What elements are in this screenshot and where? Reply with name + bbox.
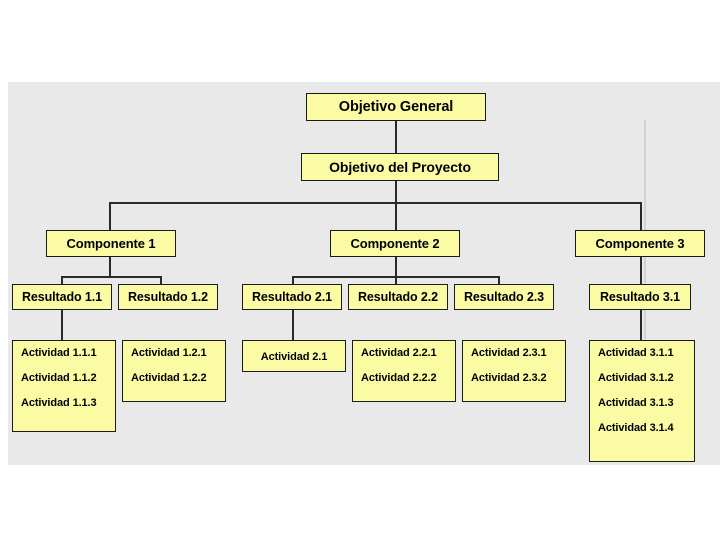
node-componente-1[interactable]: Componente 1 bbox=[46, 230, 176, 257]
activity-item: Actividad 2.2.2 bbox=[361, 372, 437, 384]
node-objetivo-general[interactable]: Objetivo General bbox=[306, 93, 486, 121]
node-actividades-1-1[interactable]: Actividad 1.1.1 Actividad 1.1.2 Activida… bbox=[12, 340, 116, 432]
node-actividades-2-1[interactable]: Actividad 2.1 bbox=[242, 340, 346, 372]
node-actividades-1-2[interactable]: Actividad 1.2.1 Actividad 1.2.2 bbox=[122, 340, 226, 402]
node-componente-3[interactable]: Componente 3 bbox=[575, 230, 705, 257]
activity-item: Actividad 3.1.3 bbox=[598, 397, 674, 409]
ghost-guide-line bbox=[644, 120, 646, 420]
connector-resultado-2-1-drop bbox=[292, 310, 294, 340]
activity-item: Actividad 3.1.4 bbox=[598, 422, 674, 434]
connector-componente-3-drop bbox=[640, 257, 642, 294]
node-actividades-2-2[interactable]: Actividad 2.2.1 Actividad 2.2.2 bbox=[352, 340, 456, 402]
connector-resultado-3-1-drop bbox=[640, 310, 642, 340]
node-resultado-2-1[interactable]: Resultado 2.1 bbox=[242, 284, 342, 310]
activity-item: Actividad 1.2.1 bbox=[131, 347, 207, 359]
node-label: Resultado 3.1 bbox=[600, 290, 680, 304]
connector-general-to-proyecto bbox=[395, 121, 397, 153]
node-actividades-3-1[interactable]: Actividad 3.1.1 Actividad 3.1.2 Activida… bbox=[589, 340, 695, 462]
node-label: Objetivo del Proyecto bbox=[329, 159, 471, 175]
node-label: Resultado 2.3 bbox=[464, 290, 544, 304]
connector-resultado-1-1-drop bbox=[61, 310, 63, 340]
node-objetivo-proyecto[interactable]: Objetivo del Proyecto bbox=[301, 153, 499, 181]
connector-bus-to-componente-1 bbox=[109, 202, 111, 230]
activity-item: Actividad 2.3.2 bbox=[471, 372, 547, 384]
node-label: Resultado 1.1 bbox=[22, 290, 102, 304]
node-resultado-2-2[interactable]: Resultado 2.2 bbox=[348, 284, 448, 310]
activity-item: Actividad 1.1.2 bbox=[21, 372, 97, 384]
node-resultado-3-1[interactable]: Resultado 3.1 bbox=[589, 284, 691, 310]
node-label: Componente 3 bbox=[595, 236, 685, 251]
connector-componente-2-drop bbox=[395, 257, 397, 277]
activity-item: Actividad 2.2.1 bbox=[361, 347, 437, 359]
node-label: Resultado 2.2 bbox=[358, 290, 438, 304]
connector-bus-to-componente-3 bbox=[640, 202, 642, 230]
connector-componente-1-drop bbox=[109, 257, 111, 277]
connector-componente-1-bus bbox=[61, 276, 161, 278]
node-actividades-2-3[interactable]: Actividad 2.3.1 Actividad 2.3.2 bbox=[462, 340, 566, 402]
node-label: Objetivo General bbox=[338, 99, 454, 115]
node-label: Resultado 1.2 bbox=[128, 290, 208, 304]
node-label: Componente 1 bbox=[66, 236, 156, 251]
activity-item: Actividad 1.1.1 bbox=[21, 347, 97, 359]
activity-item: Actividad 3.1.2 bbox=[598, 372, 674, 384]
node-resultado-1-2[interactable]: Resultado 1.2 bbox=[118, 284, 218, 310]
diagram-canvas: Objetivo General Objetivo del Proyecto C… bbox=[8, 82, 720, 465]
node-label: Resultado 2.1 bbox=[252, 290, 332, 304]
activity-item: Actividad 3.1.1 bbox=[598, 347, 674, 359]
activity-item: Actividad 1.2.2 bbox=[131, 372, 207, 384]
node-resultado-1-1[interactable]: Resultado 1.1 bbox=[12, 284, 112, 310]
connector-proyecto-drop bbox=[395, 181, 397, 203]
activity-item: Actividad 1.1.3 bbox=[21, 397, 97, 409]
node-resultado-2-3[interactable]: Resultado 2.3 bbox=[454, 284, 554, 310]
activity-item: Actividad 2.3.1 bbox=[471, 347, 547, 359]
activity-item: Actividad 2.1 bbox=[260, 350, 328, 363]
node-label: Componente 2 bbox=[350, 236, 440, 251]
connector-bus-to-componente-2 bbox=[395, 202, 397, 230]
node-componente-2[interactable]: Componente 2 bbox=[330, 230, 460, 257]
connector-component-bus bbox=[109, 202, 641, 204]
